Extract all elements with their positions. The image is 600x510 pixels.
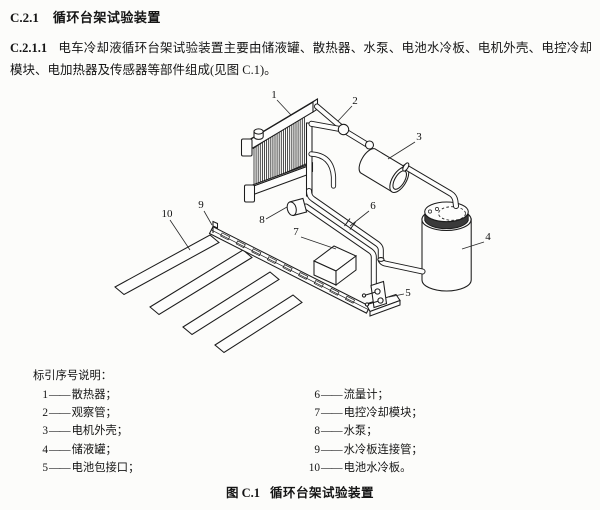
part-label-10: 10 (162, 208, 174, 220)
tank-return-tube (377, 257, 426, 275)
radiator-fins (253, 114, 305, 187)
legend-dash: —— (321, 425, 343, 438)
clause-heading: C.2.1 循环台架试验装置 (10, 7, 161, 26)
legend-item: 10——电池水冷板。 (308, 461, 412, 474)
legend-column-right: 6——流量计； 7——电控冷却模块； 8——水泵； 9——水冷板连接管； 10—… (305, 386, 423, 477)
legend-label: 水泵； (343, 425, 378, 438)
legend-label: 电机外壳； (71, 425, 129, 438)
legend-label: 电池水冷板。 (343, 461, 412, 474)
part-label-9: 9 (198, 199, 204, 211)
figure-c1-diagram: 1 2 3 4 5 6 7 8 9 10 (114, 90, 491, 354)
port-feed-tube (303, 203, 377, 291)
legend-column-left: 1——散热器； 2——观察管； 3——电机外壳； 4——储液罐； 5——电池包接… (33, 386, 139, 477)
figure-caption: 图 C.1 循环台架试验装置 (0, 482, 600, 501)
legend-dash: —— (321, 443, 343, 456)
legend-item: 6——流量计； (314, 389, 389, 401)
clause-heading-title: 循环台架试验装置 (52, 10, 161, 25)
part-label-5: 5 (405, 287, 411, 299)
legend-item: 7——电控冷却模块； (314, 407, 423, 420)
flow-meter-tube (306, 188, 384, 264)
legend-label: 电池包接口； (71, 461, 140, 474)
part-label-1: 1 (271, 90, 277, 101)
tank-inlet-tube (402, 162, 459, 209)
legend-title: 标引序号说明： (33, 370, 113, 382)
legend-dash: —— (49, 443, 71, 456)
radiator (240, 98, 319, 203)
part-label-3: 3 (416, 131, 422, 143)
legend-item: 9——水冷板连接管； (314, 443, 423, 456)
figure-caption-title: 循环台架试验装置 (270, 486, 375, 500)
legend-dash: —— (321, 407, 343, 420)
battery-pack-port (361, 280, 401, 317)
part-label-8: 8 (259, 214, 265, 226)
legend-dash: —— (49, 461, 71, 474)
clause-paragraph-number: C.2.1.1 (10, 41, 48, 55)
legend-dash: —— (49, 425, 71, 438)
legend-item: 8——水泵； (314, 425, 378, 438)
legend-dash: —— (321, 389, 343, 401)
clause-heading-number: C.2.1 (10, 10, 39, 25)
cooling-plate (114, 234, 220, 296)
frame-post (305, 122, 337, 197)
part-label-6: 6 (370, 200, 376, 212)
legend-item: 3——电机外壳； (42, 425, 129, 438)
reservoir-tank (421, 201, 472, 292)
figure-caption-number: 图 C.1 (225, 486, 260, 500)
observation-tube (308, 103, 375, 150)
legend-label: 流量计； (343, 389, 389, 401)
battery-cooling-plates (114, 234, 303, 354)
pipe-joint-ball (337, 123, 350, 136)
cooling-control-module (312, 245, 358, 287)
pipe-joint-ball (364, 140, 375, 150)
leader-lines (169, 99, 485, 298)
cooling-plate (149, 249, 253, 316)
motor-housing (358, 148, 410, 194)
cooling-plate (214, 294, 303, 354)
legend-dash: —— (321, 461, 343, 474)
part-label-7: 7 (293, 226, 299, 238)
legend-item: 2——观察管； (42, 407, 117, 420)
legend-label: 散热器； (71, 389, 117, 401)
clause-paragraph-text: 电车冷却液循环台架试验装置主要由储液罐、散热器、水泵、电池水冷板、电机外壳、电控… (10, 41, 592, 77)
coldplate-connecting-rail (208, 220, 371, 314)
legend-item: 4——储液罐； (42, 443, 117, 456)
legend-item: 5——电池包接口； (42, 461, 140, 474)
legend-item: 1——散热器； (42, 389, 117, 401)
legend-label: 观察管； (71, 407, 117, 420)
part-label-4: 4 (485, 231, 491, 243)
legend-label: 水冷板连接管； (343, 443, 423, 456)
cooling-plate (182, 271, 280, 336)
figure-legend: 标引序号说明： 1——散热器； 2——观察管； 3——电机外壳； 4——储液罐；… (33, 367, 573, 474)
water-pump (286, 197, 308, 217)
legend-label: 储液罐； (71, 443, 117, 456)
legend-dash: —— (49, 389, 71, 401)
legend-label: 电控冷却模块； (343, 407, 423, 420)
part-label-2: 2 (352, 95, 358, 107)
legend-dash: —— (49, 407, 71, 420)
